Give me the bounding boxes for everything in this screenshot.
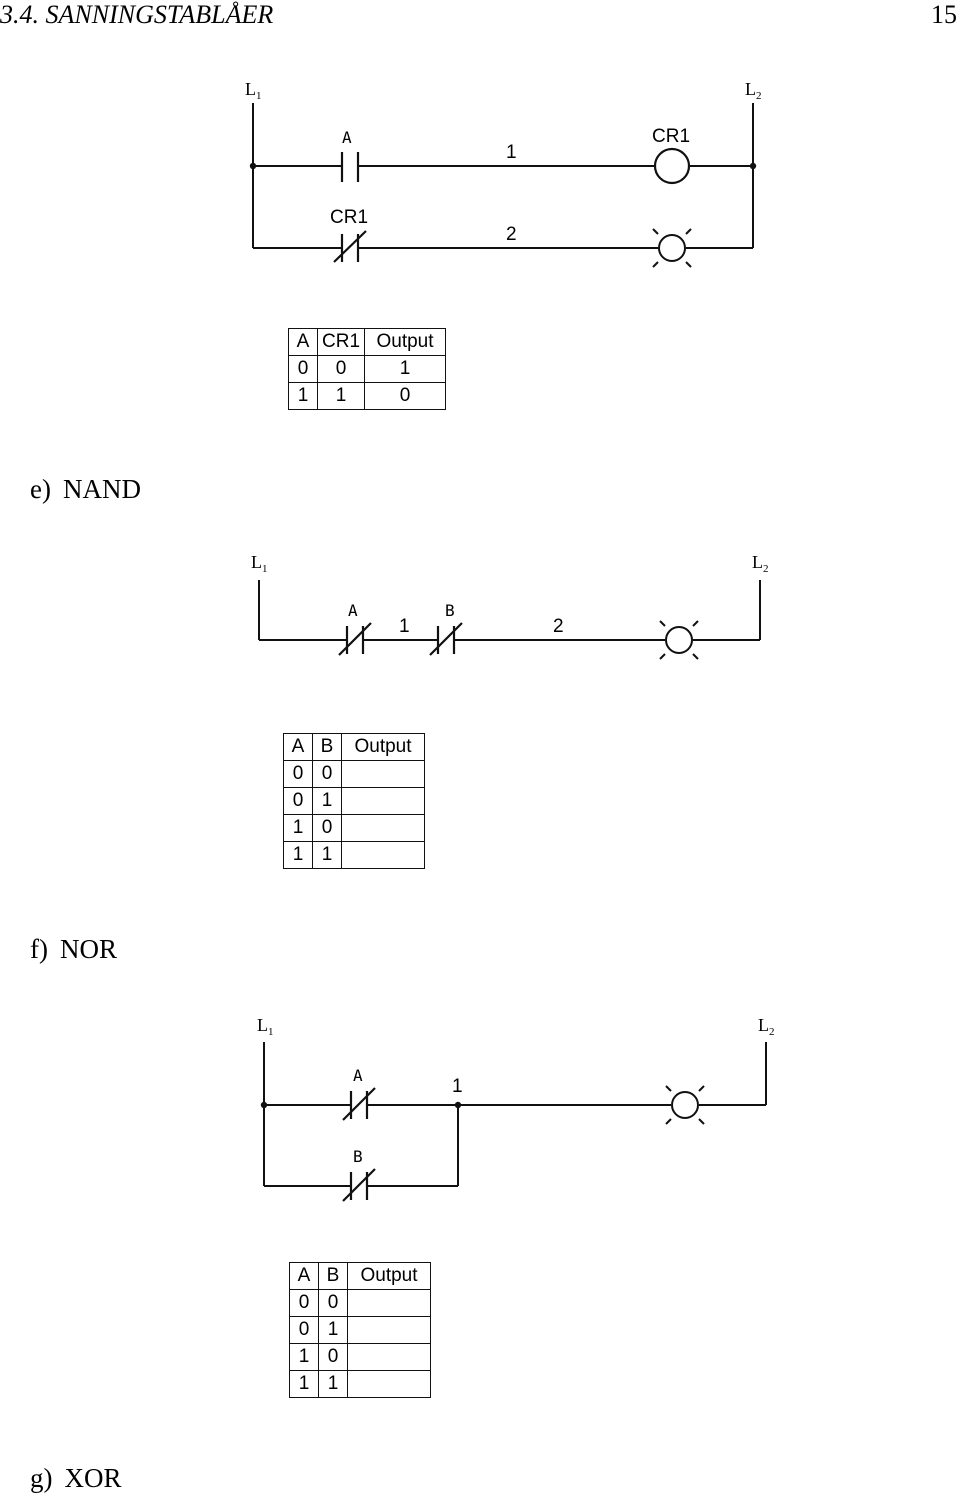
junction-dot: [454, 1101, 462, 1109]
section-heading-title: XOR: [64, 1463, 122, 1493]
table-cell: 0: [316, 355, 366, 383]
table-header: A: [288, 328, 318, 356]
rail-right-label: L2: [758, 1015, 775, 1038]
table-cell: 1: [289, 1370, 319, 1398]
table-row: 1 1 0: [288, 382, 446, 410]
wire-number-2: 2: [553, 616, 564, 637]
rail-left-label: L1: [257, 1015, 274, 1038]
table-cell: 1: [318, 1316, 348, 1344]
contact-b-label: B: [445, 601, 455, 620]
table-row: 0 1: [289, 1316, 431, 1344]
nand-truth-table: A B Output 0 0 0 1 1 0 1 1: [283, 733, 425, 869]
lamp-icon: [665, 1085, 705, 1125]
lamp-icon: [659, 620, 699, 660]
table-header: Output: [347, 1262, 431, 1290]
wire-number-1: 1: [452, 1076, 463, 1097]
table-row: 1 1: [289, 1370, 431, 1398]
table-header: A: [289, 1262, 319, 1290]
table-cell: 0: [318, 1289, 348, 1317]
table-cell: [341, 760, 425, 788]
table-cell: 1: [364, 355, 446, 383]
contact-a-label: A: [342, 128, 352, 147]
contact-a-normally-closed: [342, 1087, 376, 1121]
table-row: 0 0 1: [288, 355, 446, 383]
table-row: 1 0: [289, 1343, 431, 1371]
rail-left-label: L1: [245, 79, 262, 102]
page-number: 15: [931, 0, 957, 29]
section-heading-xor: g) XOR: [30, 1463, 122, 1494]
table-cell: [347, 1289, 431, 1317]
table-cell: 1: [283, 841, 313, 869]
contact-b-label: B: [353, 1147, 363, 1166]
contact-b-normally-closed: [342, 1168, 376, 1202]
rail-right-label: L2: [745, 79, 762, 102]
table-cell: 1: [289, 1343, 319, 1371]
table-row: 1 1: [283, 841, 425, 869]
section-heading-nand: e) NAND: [30, 474, 141, 505]
contact-a-normally-closed: [338, 622, 372, 656]
table-cell: 0: [283, 760, 313, 788]
table-cell: 0: [364, 382, 446, 410]
not-truth-table: A CR1 Output 0 0 1 1 1 0: [288, 328, 446, 410]
section-heading-nor: f) NOR: [30, 934, 117, 965]
junction-dot: [260, 1101, 268, 1109]
table-header: A: [283, 733, 313, 761]
junction-dot: [249, 162, 257, 170]
table-cell: [347, 1370, 431, 1398]
coil-cr1-icon: [653, 147, 691, 185]
wire-number-1: 1: [399, 616, 410, 637]
table-row: 0 0: [283, 760, 425, 788]
coil-cr1-label: CR1: [652, 126, 690, 147]
table-cell: 0: [318, 1343, 348, 1371]
junction-dot: [749, 162, 757, 170]
contact-cr1-label: CR1: [330, 207, 368, 228]
wire-number-1: 1: [506, 142, 517, 163]
table-cell: 0: [312, 760, 342, 788]
table-cell: 0: [312, 814, 342, 842]
table-row: 0 0: [289, 1289, 431, 1317]
contact-a-label: A: [348, 601, 358, 620]
contact-a-normally-open: [340, 152, 360, 182]
rail-left-label: L1: [251, 552, 268, 575]
table-cell: 1: [318, 1370, 348, 1398]
table-cell: 1: [312, 841, 342, 869]
table-cell: 0: [289, 1289, 319, 1317]
rail-right-label: L2: [752, 552, 769, 575]
wire-number-2: 2: [506, 224, 517, 245]
table-header: Output: [341, 733, 425, 761]
nor-truth-table: A B Output 0 0 0 1 1 0 1 1: [289, 1262, 431, 1398]
table-cell: [347, 1343, 431, 1371]
table-cell: 1: [288, 382, 318, 410]
contact-b-normally-closed: [429, 622, 463, 656]
section-heading-label: e): [30, 474, 51, 504]
table-cell: [341, 841, 425, 869]
table-cell: 0: [289, 1316, 319, 1344]
contact-cr1-normally-closed: [333, 230, 367, 263]
section-heading-label: f): [30, 934, 48, 964]
lamp-icon: [652, 228, 692, 268]
table-cell: 1: [316, 382, 366, 410]
table-row: 1 0: [283, 814, 425, 842]
contact-a-label: A: [353, 1066, 363, 1085]
table-cell: [347, 1316, 431, 1344]
page-header-section: 3.4. SANNINGSTABLÅER: [0, 0, 274, 29]
section-heading-title: NOR: [59, 934, 117, 964]
section-heading-label: g): [30, 1463, 53, 1493]
section-heading-title: NAND: [62, 474, 141, 504]
table-header: CR1: [316, 328, 366, 356]
table-header: B: [318, 1262, 348, 1290]
